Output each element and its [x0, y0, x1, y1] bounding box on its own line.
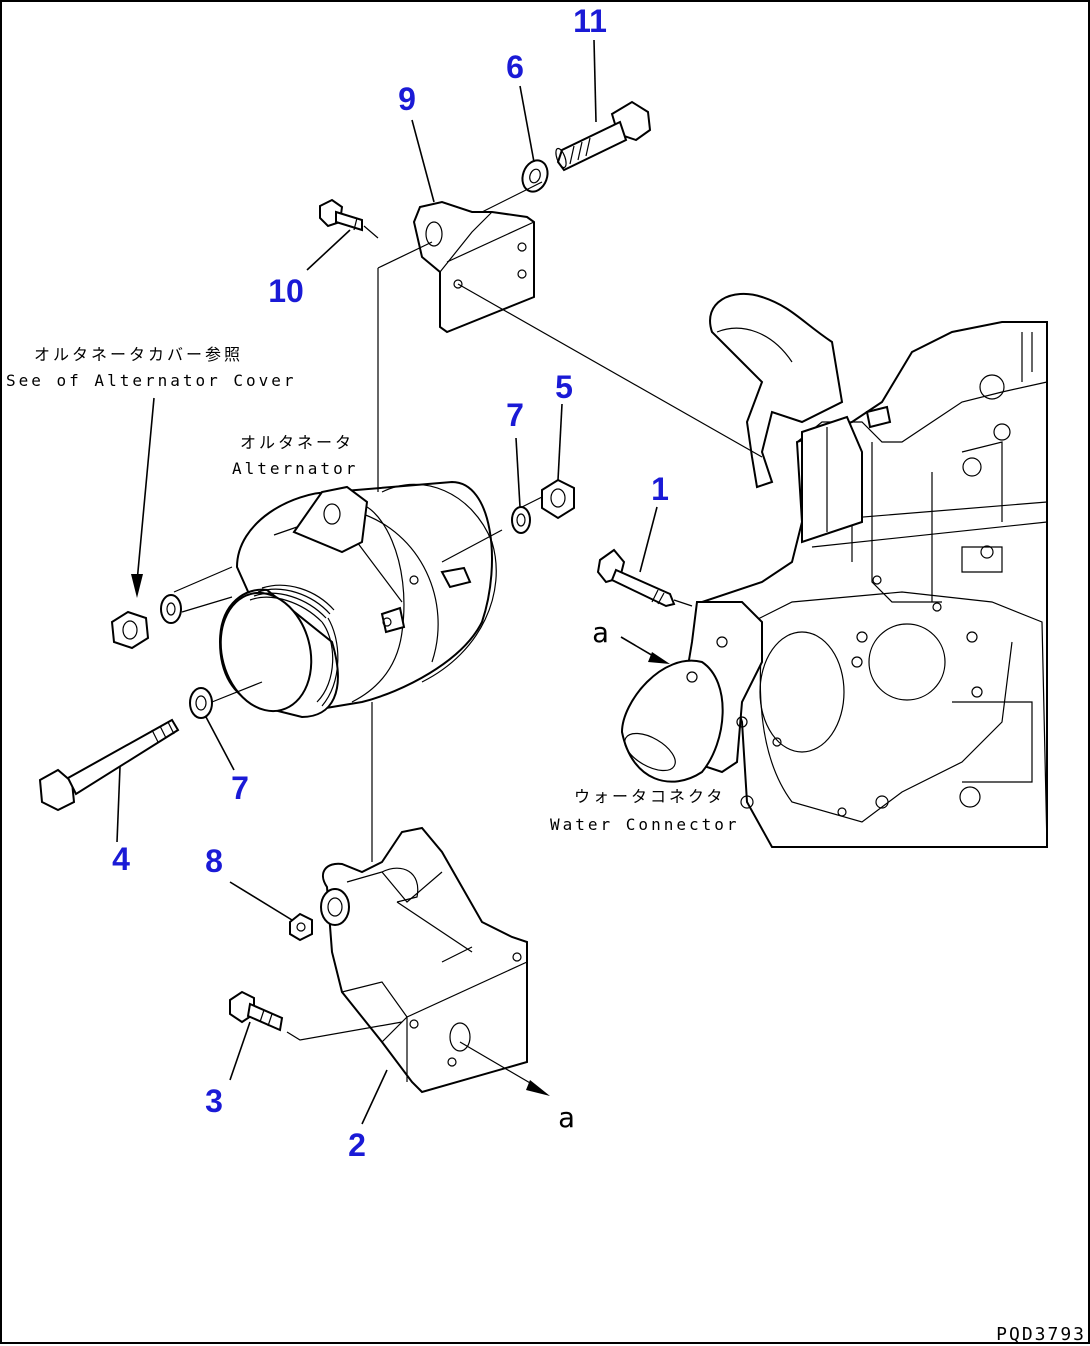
reference-a-top: a [592, 616, 609, 649]
water-connector-label-jp: ウォータコネクタ [574, 787, 725, 806]
engine-block [620, 292, 1048, 848]
callout-3: 3 [205, 1083, 223, 1119]
washer-7-lower-icon [189, 687, 213, 719]
washer-7-upper-icon [511, 506, 531, 534]
alternator [218, 480, 497, 719]
bolt-1-icon [596, 548, 693, 608]
bolt-10-icon [319, 198, 379, 239]
bolt-4-icon [38, 718, 180, 812]
alternator-cover-label-en: See of Alternator Cover [6, 371, 297, 390]
lower-bracket-2 [320, 826, 528, 1094]
alternator-label-en: Alternator [232, 459, 358, 478]
figure-code: PQD3793 [996, 1324, 1086, 1345]
washer-cover-icon [160, 594, 182, 624]
washer-6-icon [521, 159, 549, 193]
alternator-label-jp: オルタネータ [240, 433, 354, 452]
arrow-a-top [648, 652, 670, 664]
callout-5: 5 [555, 369, 573, 405]
nut-cover-icon [110, 610, 150, 650]
callout-7-upper: 7 [506, 397, 524, 433]
arrow-to-cover-nut [131, 574, 143, 598]
callout-1: 1 [651, 471, 669, 507]
callout-6: 6 [506, 49, 524, 85]
callout-7-lower: 7 [231, 770, 249, 806]
callout-2: 2 [348, 1127, 366, 1163]
bolt-3-icon [229, 990, 284, 1032]
nut-5-icon [541, 478, 575, 520]
nut-8-icon [289, 912, 313, 942]
reference-a-bottom: a [558, 1101, 575, 1134]
upper-bracket-9 [412, 200, 535, 334]
arrow-a-bottom [526, 1080, 550, 1096]
callout-11: 11 [573, 3, 607, 39]
bolt-11-icon [555, 100, 652, 172]
callout-8: 8 [205, 843, 223, 879]
callout-10: 10 [268, 273, 304, 309]
alternator-cover-label-jp: オルタネータカバー参照 [34, 345, 243, 364]
assembly-lines [173, 181, 763, 1088]
callout-4: 4 [112, 841, 130, 877]
callout-9: 9 [398, 81, 416, 117]
water-connector-label-en: Water Connector [550, 815, 740, 834]
